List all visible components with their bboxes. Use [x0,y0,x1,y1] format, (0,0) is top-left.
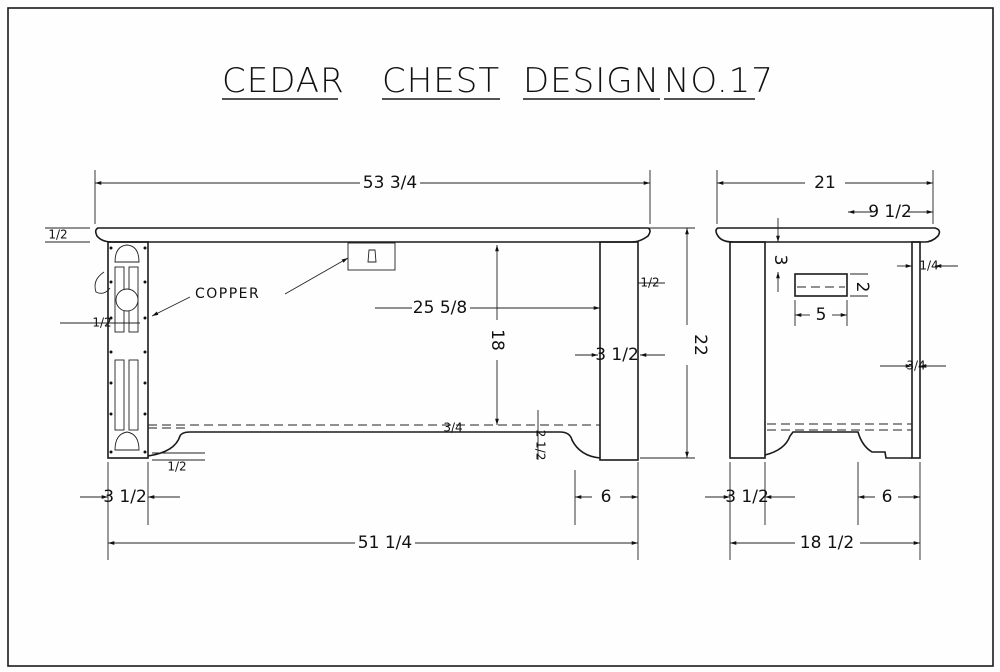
side-leg [729,241,766,459]
dim-side-leg-width: 3 1/2 [725,487,769,507]
dim-strap-offset: 1/2 [92,316,111,330]
dim-apron-height: 2 1/2 [534,430,548,461]
front-view: COPPER 53 3/4 22 18 25 5/8 3 1/2 1/2 1/2… [45,170,710,560]
dim-panel-inset: 1/2 [640,276,659,290]
dim-overall-length-top: 53 3/4 [363,173,417,193]
title-block: CEDAR CHEST DESIGN NO.17 [222,61,774,101]
dim-panel-thickness: 3/4 [906,359,925,373]
dim-leg-width-right: 3 1/2 [595,345,639,365]
copper-note: COPPER [195,286,260,302]
left-leg-copper-strap [107,241,149,459]
dim-inside-height: 18 [487,329,507,351]
front-bottom-rail [147,431,601,459]
dim-lid-overhang: 1/4 [919,259,938,273]
title-word-4: NO.17 [664,61,774,101]
side-lid [715,227,941,243]
side-view: 21 9 1/2 3 2 5 1/4 3/4 3 1/2 6 18 1/2 [705,170,958,560]
dim-bottom-thickness: 3/4 [443,421,462,435]
dim-half-length: 25 5/8 [413,298,467,318]
dim-lid-thickness: 1/2 [48,228,67,242]
dim-foot-clearance: 1/2 [167,460,186,474]
title-word-3: DESIGN [523,61,660,101]
dim-side-foot-length: 6 [882,487,893,507]
lock-plate [347,242,396,271]
right-leg [599,241,639,461]
dim-lid-half: 9 1/2 [868,202,912,222]
sheet-border [7,7,994,667]
side-bottom-rail [764,431,912,459]
copper-strap-ornament [94,244,140,451]
front-lid [94,227,651,243]
dim-handle-top: 3 [770,255,790,266]
dim-handle-height: 2 [852,282,872,293]
side-panel-edge [911,241,921,459]
strap-rivets [109,246,147,454]
dim-lid-depth: 21 [814,173,836,193]
title-word-1: CEDAR [222,61,345,101]
title-word-2: CHEST [382,61,500,101]
dim-foot-length: 6 [601,487,612,507]
dim-base-depth: 18 1/2 [800,533,854,553]
dim-height: 22 [690,334,710,356]
dim-leg-width-bottom: 3 1/2 [103,487,147,507]
side-handle [794,273,848,297]
dim-overall-length-base: 51 1/4 [358,533,412,553]
dim-handle-width: 5 [816,305,827,325]
